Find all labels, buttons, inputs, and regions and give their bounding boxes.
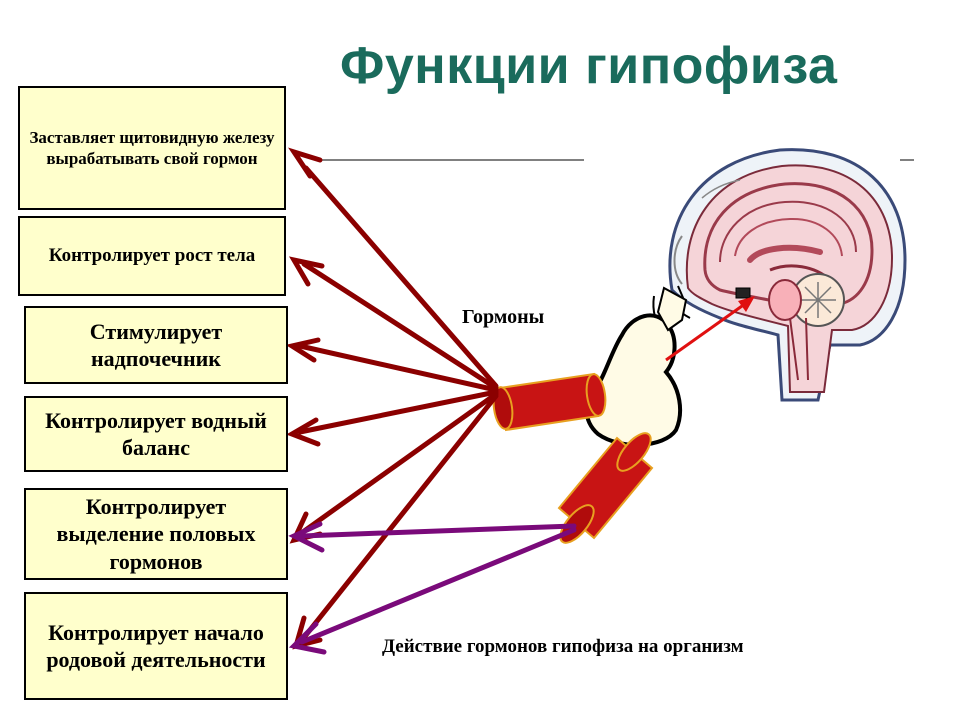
function-label-thyroid: Заставляет щитовидную железу вырабатыват… — [29, 127, 275, 168]
function-box-water-balance: Контролирует водный баланс — [24, 396, 288, 472]
function-label-water-balance: Контролирует водный баланс — [45, 407, 267, 461]
vessel-tube-lower — [557, 432, 654, 544]
function-label-sex-hormones: Контролирует выделение половых гормонов — [56, 493, 256, 574]
brain-illustration — [668, 148, 907, 402]
pituitary-gland — [584, 285, 691, 447]
function-box-growth: Контролирует рост тела — [18, 216, 286, 296]
function-box-adrenal: Стимулирует надпочечник — [24, 306, 288, 384]
hormone-arrows-purple — [288, 521, 577, 655]
hormones-label: Гормоны — [462, 306, 545, 328]
function-box-labor: Контролирует начало родовой деятельности — [24, 592, 288, 700]
function-label-adrenal: Стимулирует надпочечник — [89, 318, 223, 372]
hormone-arrows-dark-red — [285, 147, 499, 650]
page-title: Функции гипофиза — [340, 37, 838, 95]
function-label-labor: Контролирует начало родовой деятельности — [46, 619, 266, 673]
function-box-thyroid: Заставляет щитовидную железу вырабатыват… — [18, 86, 286, 210]
diagram-caption: Действие гормонов гипофиза на организм — [382, 636, 744, 657]
function-label-growth: Контролирует рост тела — [48, 245, 256, 267]
function-box-sex-hormones: Контролирует выделение половых гормонов — [24, 488, 288, 580]
pointer-arrow — [665, 296, 755, 362]
vessel-tube-upper — [492, 372, 607, 432]
